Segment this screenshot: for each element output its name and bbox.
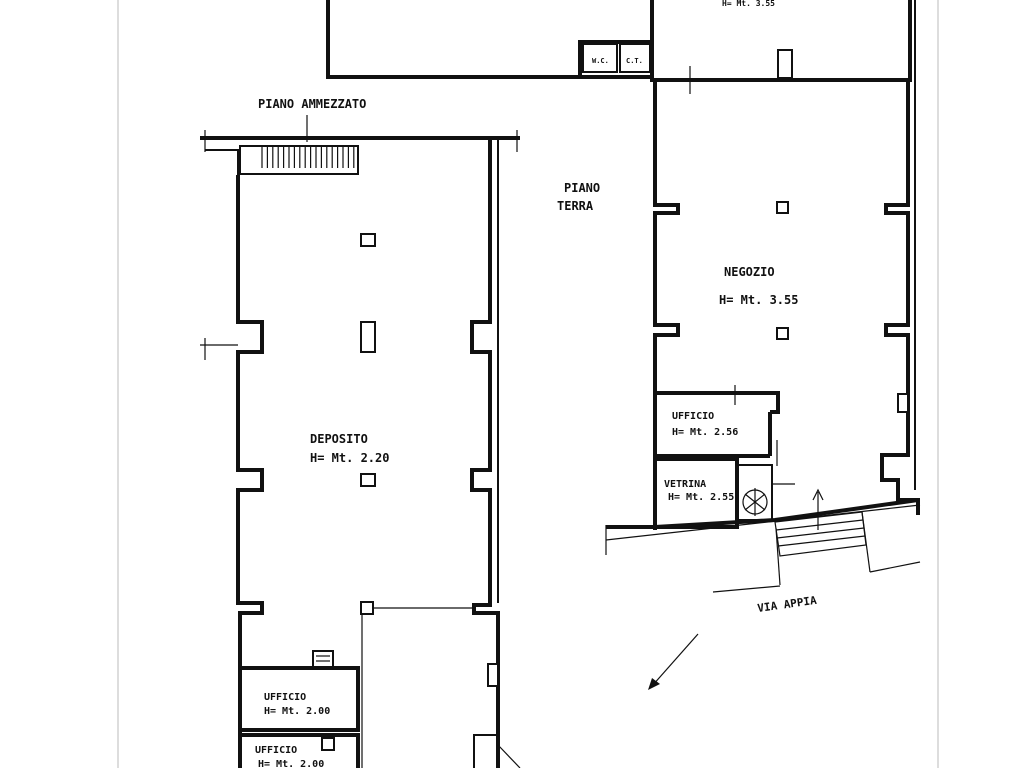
- deposito-pillar-1: [360, 233, 376, 247]
- piano-terra-label-2: TERRA: [557, 199, 594, 213]
- top-building: W.C. C.T. H= Mt. 3.55: [326, 0, 912, 94]
- steps-left-side: [775, 527, 781, 586]
- negozio-height: H= Mt. 3.55: [719, 293, 798, 307]
- negozio-pillar-2: [776, 327, 789, 340]
- top-left-room-wall: [326, 0, 652, 79]
- deposito-name: DEPOSITO: [310, 432, 368, 446]
- step-1: [775, 519, 864, 531]
- negozio-name: NEGOZIO: [724, 265, 775, 279]
- top-left-corner: [205, 149, 239, 175]
- steps-right-side: [861, 511, 871, 573]
- deposito-pillar-2: [360, 321, 376, 353]
- sidewalk-left: [712, 585, 781, 593]
- step-2: [776, 527, 865, 539]
- ufficio-right-name: UFFICIO: [672, 411, 714, 422]
- vetrina-height: H= Mt. 2.55: [668, 492, 734, 503]
- top-right-room-wall: [650, 0, 912, 82]
- deposito-pillar-3: [360, 473, 376, 487]
- deposito-wing: PIANO AMMEZZATO DEPOSITO H= Mt. 2.20: [200, 97, 521, 770]
- negozio-wing: NEGOZIO H= Mt. 3.55 UFFICIO H= Mt. 2.56 …: [605, 0, 921, 690]
- wc-label: W.C.: [592, 57, 609, 65]
- deposito-pillar-4: [360, 601, 374, 615]
- top-room-height: H= Mt. 3.55: [722, 0, 775, 8]
- ct-label: C.T.: [626, 57, 643, 65]
- north-arrow-line: [651, 633, 699, 687]
- piano-terra-label-1: PIANO: [564, 181, 600, 195]
- deposito-height: H= Mt. 2.20: [310, 451, 389, 465]
- step-3: [777, 535, 866, 547]
- deposito-left-wall: [236, 175, 264, 768]
- ufficio-left-2-height: H= Mt. 2.00: [258, 759, 324, 768]
- ufficio-left-2-name: UFFICIO: [255, 745, 297, 756]
- ufficio-left-1: [238, 666, 360, 732]
- top-pillar: [777, 49, 793, 79]
- negozio-right-wall: [880, 82, 920, 515]
- staircase: [239, 145, 359, 175]
- entrance-arrow-head: [812, 488, 824, 501]
- ufficio-left-2-pillar: [321, 737, 335, 751]
- bottom-right-diagonal: [497, 744, 521, 769]
- piano-ammezzato-label: PIANO AMMEZZATO: [258, 97, 366, 111]
- north-arrow-head: [648, 678, 660, 690]
- bottom-right-room: [473, 734, 496, 768]
- negozio-pillar-1: [776, 201, 789, 214]
- facade-wall: [606, 498, 919, 529]
- ufficio-right-top: [655, 391, 780, 414]
- vetrina-name: VETRINA: [664, 479, 706, 490]
- deposito-right-wall: [470, 140, 500, 768]
- right-wall-pillar-bottom: [487, 663, 499, 687]
- street-label: VIA APPIA: [757, 594, 818, 615]
- negozio-right-pillar: [897, 393, 909, 413]
- ufficio-left-1-step: [312, 650, 334, 669]
- ufficio-left-1-height: H= Mt. 2.00: [264, 706, 330, 717]
- ufficio-left-2: [238, 733, 360, 768]
- ufficio-right-height: H= Mt. 2.56: [672, 427, 738, 438]
- ufficio-left-1-name: UFFICIO: [264, 692, 306, 703]
- negozio-left-wall: [653, 82, 680, 530]
- wc-room: [582, 43, 618, 73]
- staircase-outline: [239, 145, 359, 175]
- sidewalk-right: [869, 561, 921, 573]
- facade-line-2: [605, 504, 921, 541]
